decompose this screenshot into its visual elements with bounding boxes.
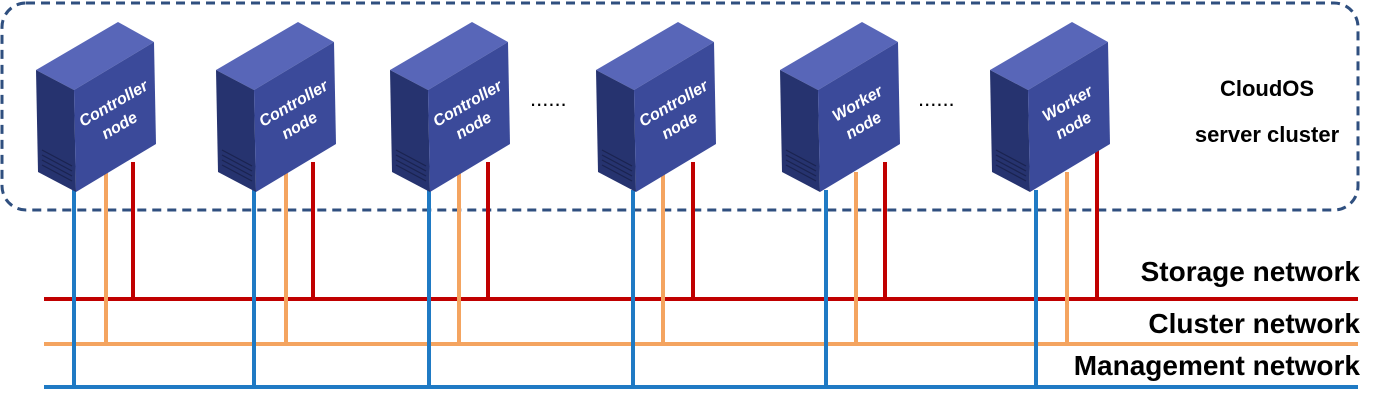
server-front <box>254 42 336 192</box>
cluster-title-line2: server cluster <box>1195 122 1340 147</box>
server-vents <box>995 149 1027 182</box>
server-node-4: Controller node <box>596 22 716 192</box>
ellipsis-2: ...... <box>918 86 955 111</box>
server-front <box>74 42 156 192</box>
server-vents <box>221 149 253 182</box>
server-top <box>390 22 508 90</box>
server-front <box>428 42 510 192</box>
server-node-6: Worker node <box>990 22 1110 192</box>
cluster-boundary <box>0 1 1360 212</box>
management-network-label: Management network <box>1074 350 1361 381</box>
server-front <box>1028 42 1110 192</box>
server-front <box>634 42 716 192</box>
storage-network-label: Storage network <box>1141 256 1361 287</box>
server-node-1: Controller node <box>36 22 156 192</box>
server-node-5: Worker node <box>780 22 900 192</box>
cluster-title-line1: CloudOS <box>1220 76 1314 101</box>
server-top <box>216 22 334 90</box>
server-side <box>596 70 636 192</box>
server-front <box>818 42 900 192</box>
server-node-3: Controller node <box>390 22 510 192</box>
server-vents <box>785 149 817 182</box>
server-top <box>780 22 898 90</box>
server-vents <box>601 149 633 182</box>
server-vents <box>41 149 73 182</box>
server-top <box>36 22 154 90</box>
cluster-network-label: Cluster network <box>1148 308 1360 339</box>
server-side <box>990 70 1030 192</box>
ellipsis-1: ...... <box>530 86 567 111</box>
server-top <box>596 22 714 90</box>
server-side <box>390 70 430 192</box>
server-top <box>990 22 1108 90</box>
server-side <box>36 70 76 192</box>
node-connections <box>72 148 1099 387</box>
server-side <box>780 70 820 192</box>
server-vents <box>395 149 427 182</box>
server-node-2: Controller node <box>216 22 336 192</box>
server-side <box>216 70 256 192</box>
